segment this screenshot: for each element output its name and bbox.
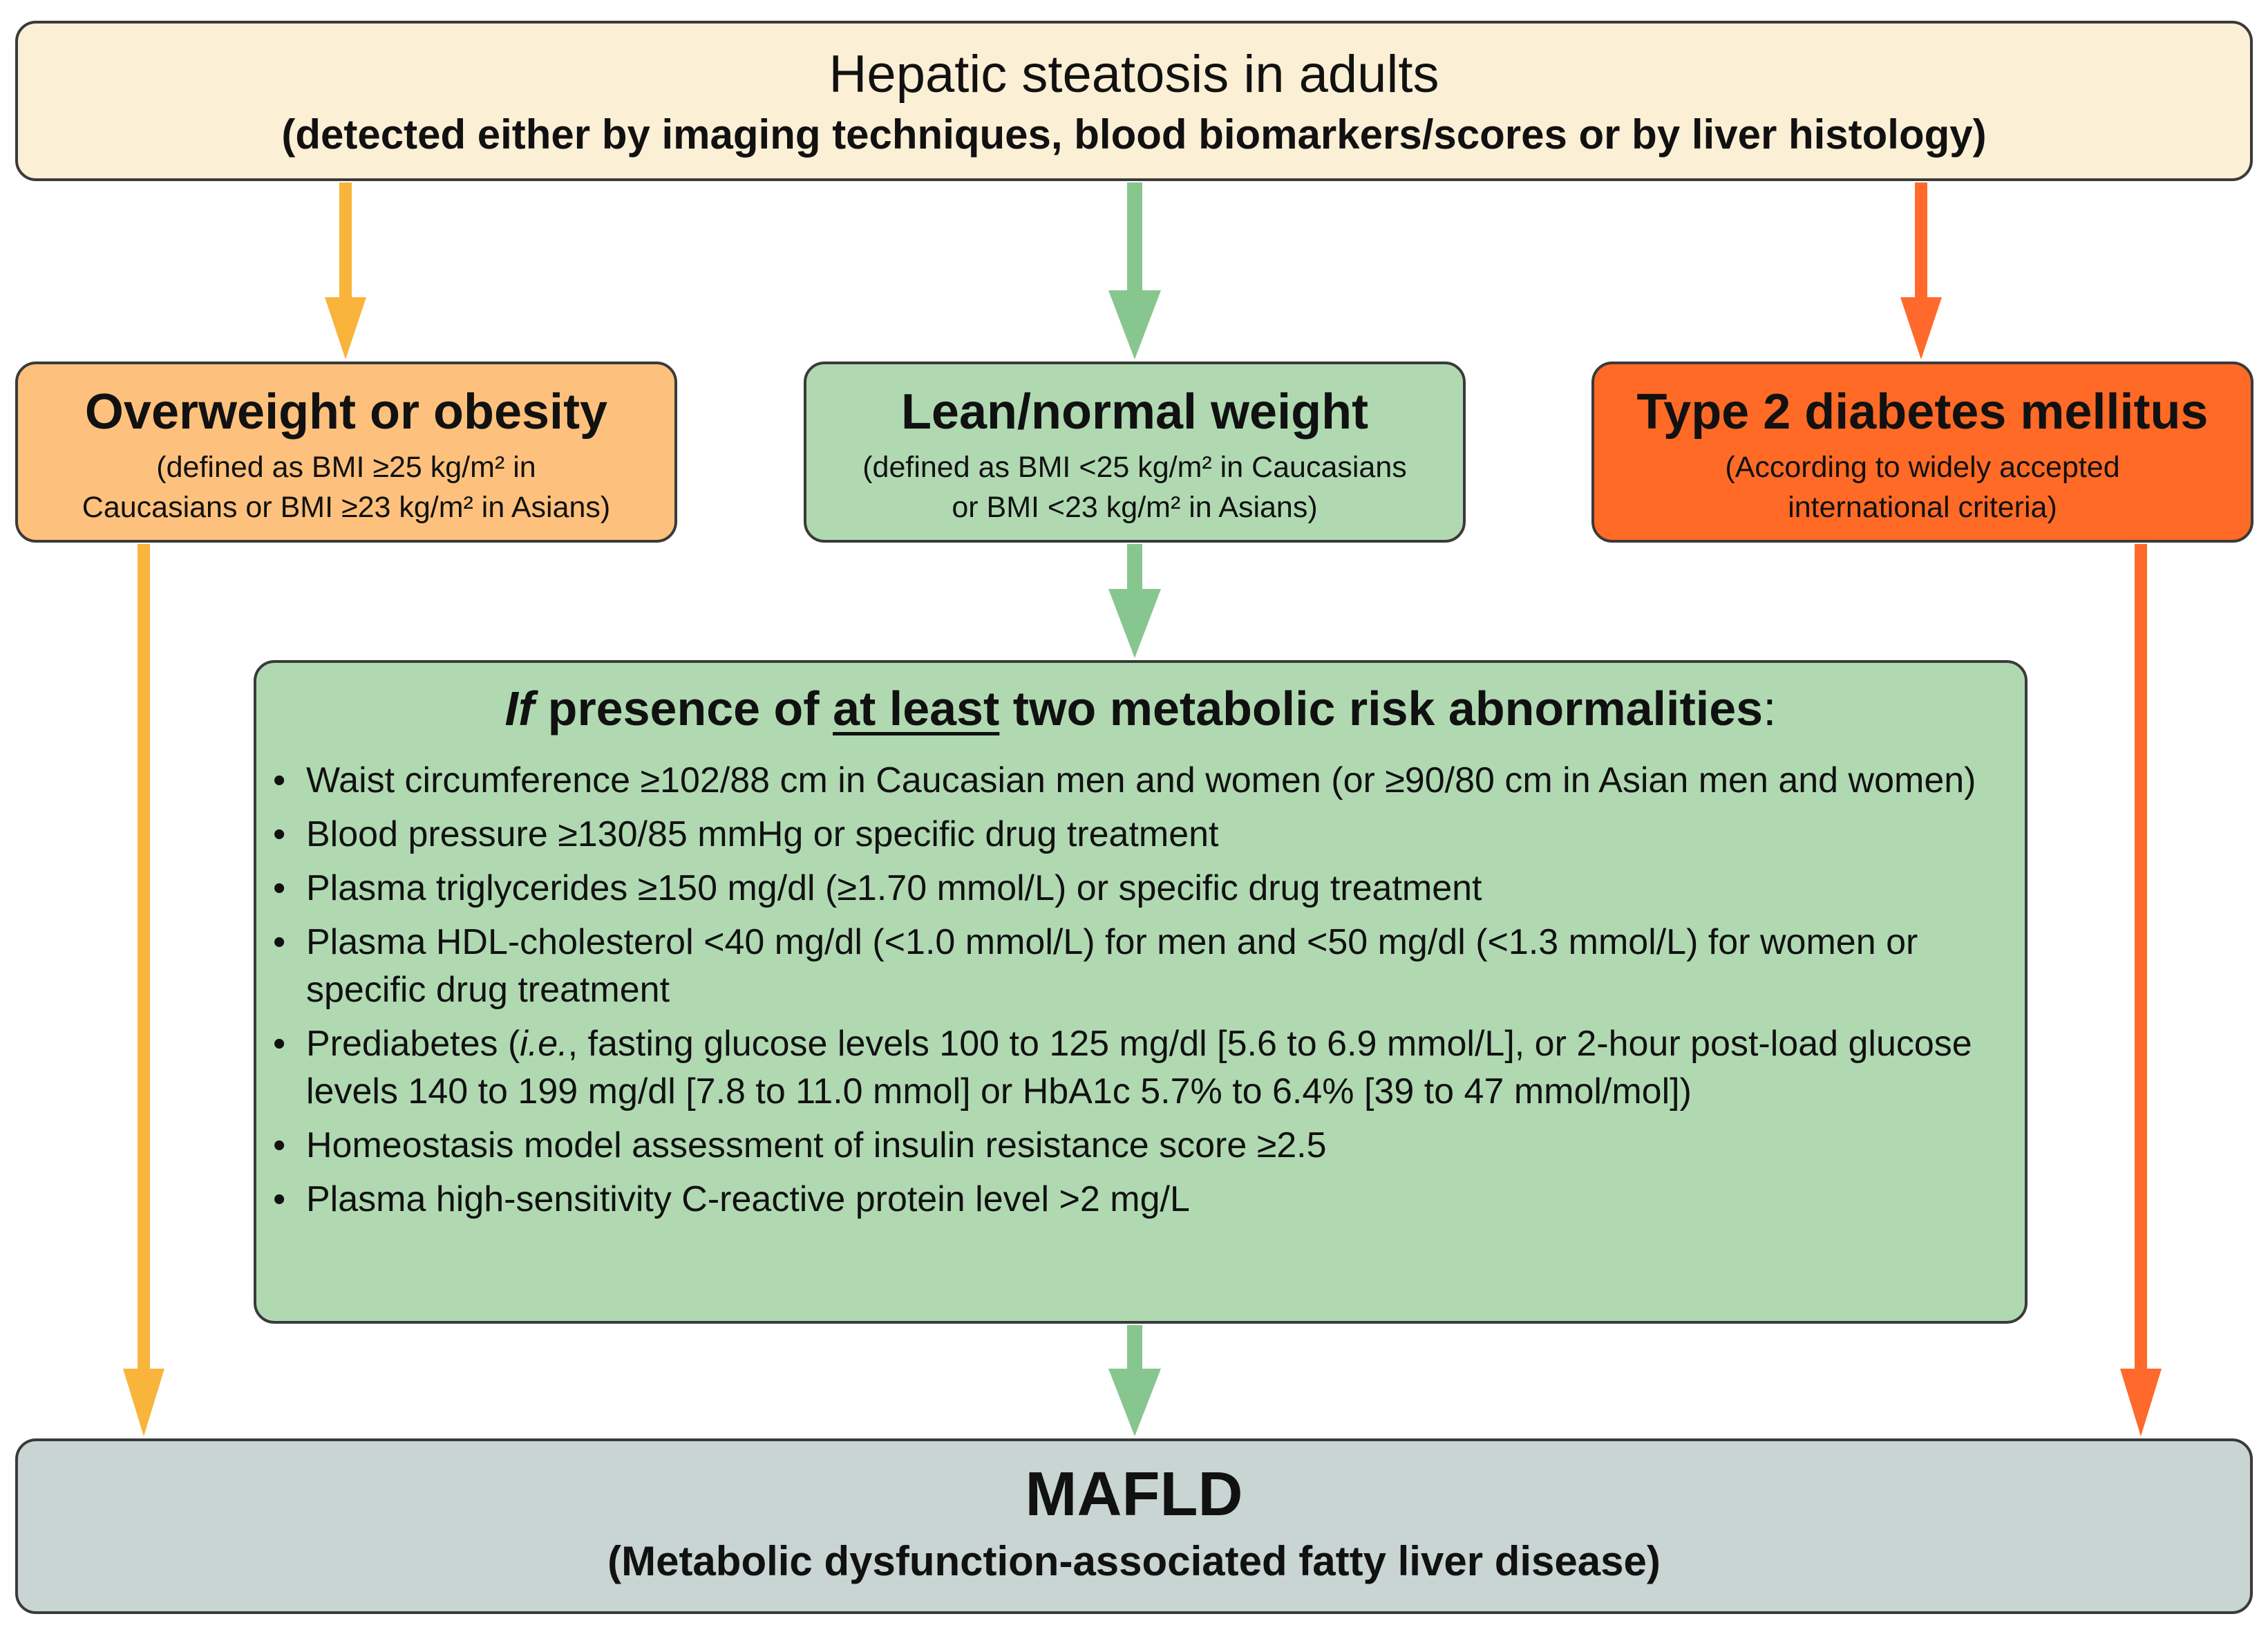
arrow-overweight-to-mafld — [123, 544, 164, 1436]
lean-definition-line-2: or BMI <23 kg/m² in Asians) — [952, 491, 1318, 525]
lean-normal-weight-title: Lean/normal weight — [900, 384, 1369, 440]
arrow-diabetes-to-mafld — [2120, 544, 2162, 1436]
risk-title-if: If — [504, 682, 535, 735]
arrow-risk-to-mafld — [1108, 1325, 1161, 1436]
arrow-top-to-overweight — [325, 182, 366, 359]
risk-item-prediabetes: Prediabetes (i.e., fasting glucose level… — [272, 1020, 1997, 1116]
lean-normal-weight-definition: (defined as BMI <25 kg/m² in Caucasians … — [806, 447, 1463, 527]
prediabetes-ie: i.e. — [520, 1024, 568, 1064]
hepatic-steatosis-title: Hepatic steatosis in adults — [829, 45, 1439, 104]
risk-item-crp: Plasma high-sensitivity C-reactive prote… — [272, 1176, 1997, 1223]
risk-item-blood-pressure: Blood pressure ≥130/85 mmHg or specific … — [272, 811, 1997, 859]
type2-diabetes-box: Type 2 diabetes mellitus (According to w… — [1591, 362, 2253, 543]
diabetes-definition-line-1: (According to widely accepted — [1725, 451, 2120, 485]
prediabetes-post: , fasting glucose levels 100 to 125 mg/d… — [306, 1024, 1972, 1112]
prediabetes-pre: Prediabetes ( — [306, 1024, 520, 1064]
arrow-top-to-lean — [1108, 182, 1161, 359]
mafld-subtitle: (Metabolic dysfunction-associated fatty … — [607, 1537, 1661, 1584]
overweight-obesity-definition: (defined as BMI ≥25 kg/m² in Caucasians … — [18, 447, 674, 527]
arrow-lean-to-risk — [1108, 544, 1161, 658]
metabolic-risk-title: If presence of at least two metabolic ri… — [256, 679, 2025, 738]
risk-title-colon: : — [1763, 682, 1777, 735]
mafld-title: MAFLD — [1025, 1460, 1243, 1529]
overweight-definition-line-2: Caucasians or BMI ≥23 kg/m² in Asians) — [82, 491, 611, 525]
mafld-box: MAFLD (Metabolic dysfunction-associated … — [15, 1438, 2253, 1614]
metabolic-risk-box: If presence of at least two metabolic ri… — [254, 660, 2028, 1324]
risk-item-triglycerides: Plasma triglycerides ≥150 mg/dl (≥1.70 m… — [272, 865, 1997, 912]
risk-item-homa-ir: Homeostasis model assessment of insulin … — [272, 1122, 1997, 1170]
risk-title-pre: presence of — [534, 682, 833, 735]
overweight-obesity-box: Overweight or obesity (defined as BMI ≥2… — [15, 362, 677, 543]
arrow-top-to-diabetes — [1900, 182, 1942, 359]
risk-title-post: two metabolic risk abnormalities — [999, 682, 1764, 735]
type2-diabetes-title: Type 2 diabetes mellitus — [1636, 384, 2209, 440]
risk-title-underlined: at least — [833, 682, 1000, 735]
risk-item-waist: Waist circumference ≥102/88 cm in Caucas… — [272, 757, 1997, 805]
hepatic-steatosis-box: Hepatic steatosis in adults (detected ei… — [15, 21, 2253, 181]
overweight-obesity-title: Overweight or obesity — [84, 384, 608, 440]
metabolic-risk-list: Waist circumference ≥102/88 cm in Caucas… — [256, 757, 2025, 1223]
type2-diabetes-definition: (According to widely accepted internatio… — [1594, 447, 2251, 527]
hepatic-steatosis-subtitle: (detected either by imaging techniques, … — [281, 111, 1987, 158]
lean-normal-weight-box: Lean/normal weight (defined as BMI <25 k… — [804, 362, 1466, 543]
diabetes-definition-line-2: international criteria) — [1788, 491, 2057, 525]
risk-item-hdl: Plasma HDL-cholesterol <40 mg/dl (<1.0 m… — [272, 919, 1997, 1014]
lean-definition-line-1: (defined as BMI <25 kg/m² in Caucasians — [862, 451, 1407, 485]
overweight-definition-line-1: (defined as BMI ≥25 kg/m² in — [156, 451, 536, 485]
